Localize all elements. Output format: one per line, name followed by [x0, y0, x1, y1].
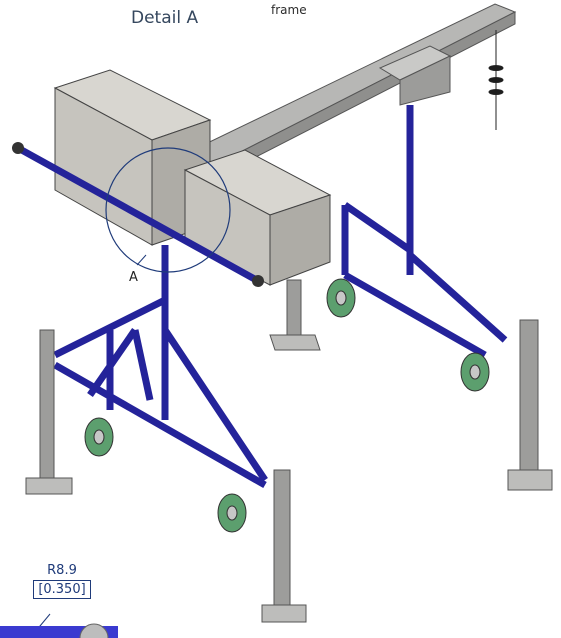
back-frame — [341, 105, 508, 359]
caster-wheel-rear-right — [460, 352, 490, 392]
front-stands — [25, 329, 307, 623]
cross-bar — [16, 144, 262, 286]
detail-circle — [105, 147, 231, 273]
caster-wheel-front-right — [217, 493, 247, 533]
detail-leader-line — [136, 254, 147, 266]
rear-stand — [269, 279, 553, 491]
dimension-metric: R8.9 — [47, 563, 77, 578]
bar-end-cap-right — [252, 275, 264, 287]
front-frame — [53, 245, 268, 489]
dimension-imperial: [0.350] — [33, 580, 91, 599]
radius-dimension: R8.9 [0.350] — [10, 562, 114, 599]
caster-wheel-front-left — [84, 417, 114, 457]
hook-chain — [488, 30, 504, 130]
detail-title: Detail A — [131, 8, 199, 28]
detail-part-stub — [0, 623, 118, 638]
caster-wheel-rear-left — [326, 278, 356, 318]
bar-end-cap-left — [12, 142, 24, 154]
weight-block-right — [183, 149, 332, 286]
detail-pointer-label: A — [129, 270, 138, 285]
frame-callout-label: frame — [271, 3, 307, 17]
